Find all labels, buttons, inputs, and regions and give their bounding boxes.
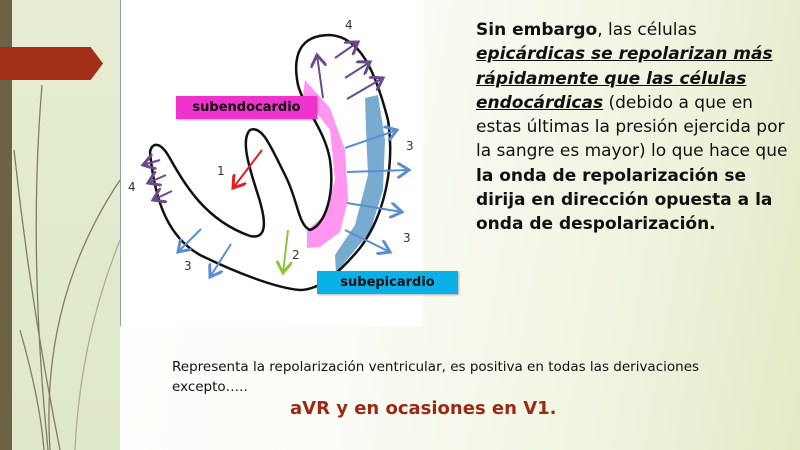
heart-outline xyxy=(148,33,392,292)
intro-rest: , las células xyxy=(597,20,697,40)
number-label: 4 xyxy=(128,180,136,194)
description-text: Representa la repolarización ventricular… xyxy=(172,359,700,395)
explanation-text: Sin embargo, las células epicárdicas se … xyxy=(476,18,796,237)
conclusion-text: la onda de repolarización se dirija en d… xyxy=(476,165,773,235)
arrow-banner xyxy=(0,47,103,80)
subepicardio-band xyxy=(335,95,385,274)
number-label: 2 xyxy=(292,248,300,262)
number-label: 4 xyxy=(345,18,353,32)
number-label: 3 xyxy=(406,139,414,153)
arrow-1 xyxy=(233,149,263,188)
grass-decoration xyxy=(13,84,121,450)
subendocardio-label: subendocardio xyxy=(176,96,317,119)
number-label: 3 xyxy=(184,259,192,273)
answer-text: aVR y en ocasiones en V1. xyxy=(290,398,557,419)
number-label: 3 xyxy=(403,231,411,245)
number-label: 1 xyxy=(217,164,225,178)
arrows-4 xyxy=(143,42,383,200)
arrows-3 xyxy=(178,130,409,277)
emphasis-text: epicárdicas se repolarizan más rápidamen… xyxy=(476,44,773,113)
middle-text: (debido a que en estas últimas la presió… xyxy=(476,92,788,162)
arrow-2 xyxy=(283,229,288,273)
intro-bold: Sin embargo xyxy=(476,20,598,40)
subepicardio-label: subepicardio xyxy=(317,271,458,294)
left-edge-strip xyxy=(0,0,12,450)
subendocardio-band xyxy=(303,80,348,248)
